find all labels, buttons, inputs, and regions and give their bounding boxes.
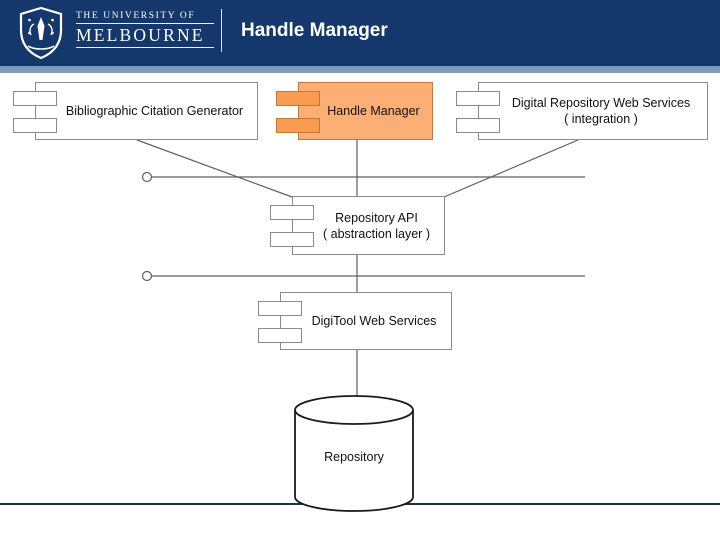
component-label: Bibliographic Citation Generator [65,104,244,118]
component-handle-manager: Handle Manager [276,82,433,140]
component-port-icon [456,118,500,133]
component-sublabel: ( abstraction layer ) [323,226,430,241]
slide-header: THE UNIVERSITY OF MELBOURNE Handle Manag… [0,0,720,66]
component-label: Digital Repository Web Services [511,96,691,110]
component-digitool-web-services: DigiTool Web Services [258,292,452,350]
university-wordmark-line2: MELBOURNE [76,25,205,45]
component-port-icon [13,118,57,133]
component-digital-repository-web-services: Digital Repository Web Services ( integr… [456,82,708,140]
component-label: Repository API [335,210,418,225]
interface-lollipop-upper [141,171,153,183]
component-port-icon [258,328,302,343]
interface-lollipop-lower [141,270,153,282]
university-wordmark-line1: THE UNIVERSITY OF [76,11,196,21]
component-port-icon [276,118,320,133]
header-accent-strip [0,66,720,73]
component-label: DigiTool Web Services [311,314,437,328]
wordmark-rule-bottom [76,47,214,48]
component-repository-api: Repository API ( abstraction layer ) [270,196,445,255]
component-label: Handle Manager [327,104,420,118]
repository-database-label: Repository [324,450,384,464]
university-wordmark: THE UNIVERSITY OF MELBOURNE [76,11,216,48]
component-port-icon [270,205,314,220]
connector-drws-to-repoapi [443,139,579,198]
header-divider [221,9,222,52]
connector-biblio-to-repoapi [136,139,293,198]
component-bibliographic-citation-generator: Bibliographic Citation Generator [13,82,258,140]
component-port-icon [13,91,57,106]
component-port-icon [258,301,302,316]
component-port-icon [456,91,500,106]
repository-database-cylinder [294,395,414,512]
component-port-icon [270,232,314,247]
wordmark-rule-top [76,23,214,24]
slide-title: Handle Manager [241,20,388,41]
component-port-icon [276,91,320,106]
component-sublabel: ( integration ) [564,112,638,126]
university-crest-icon [19,6,63,60]
